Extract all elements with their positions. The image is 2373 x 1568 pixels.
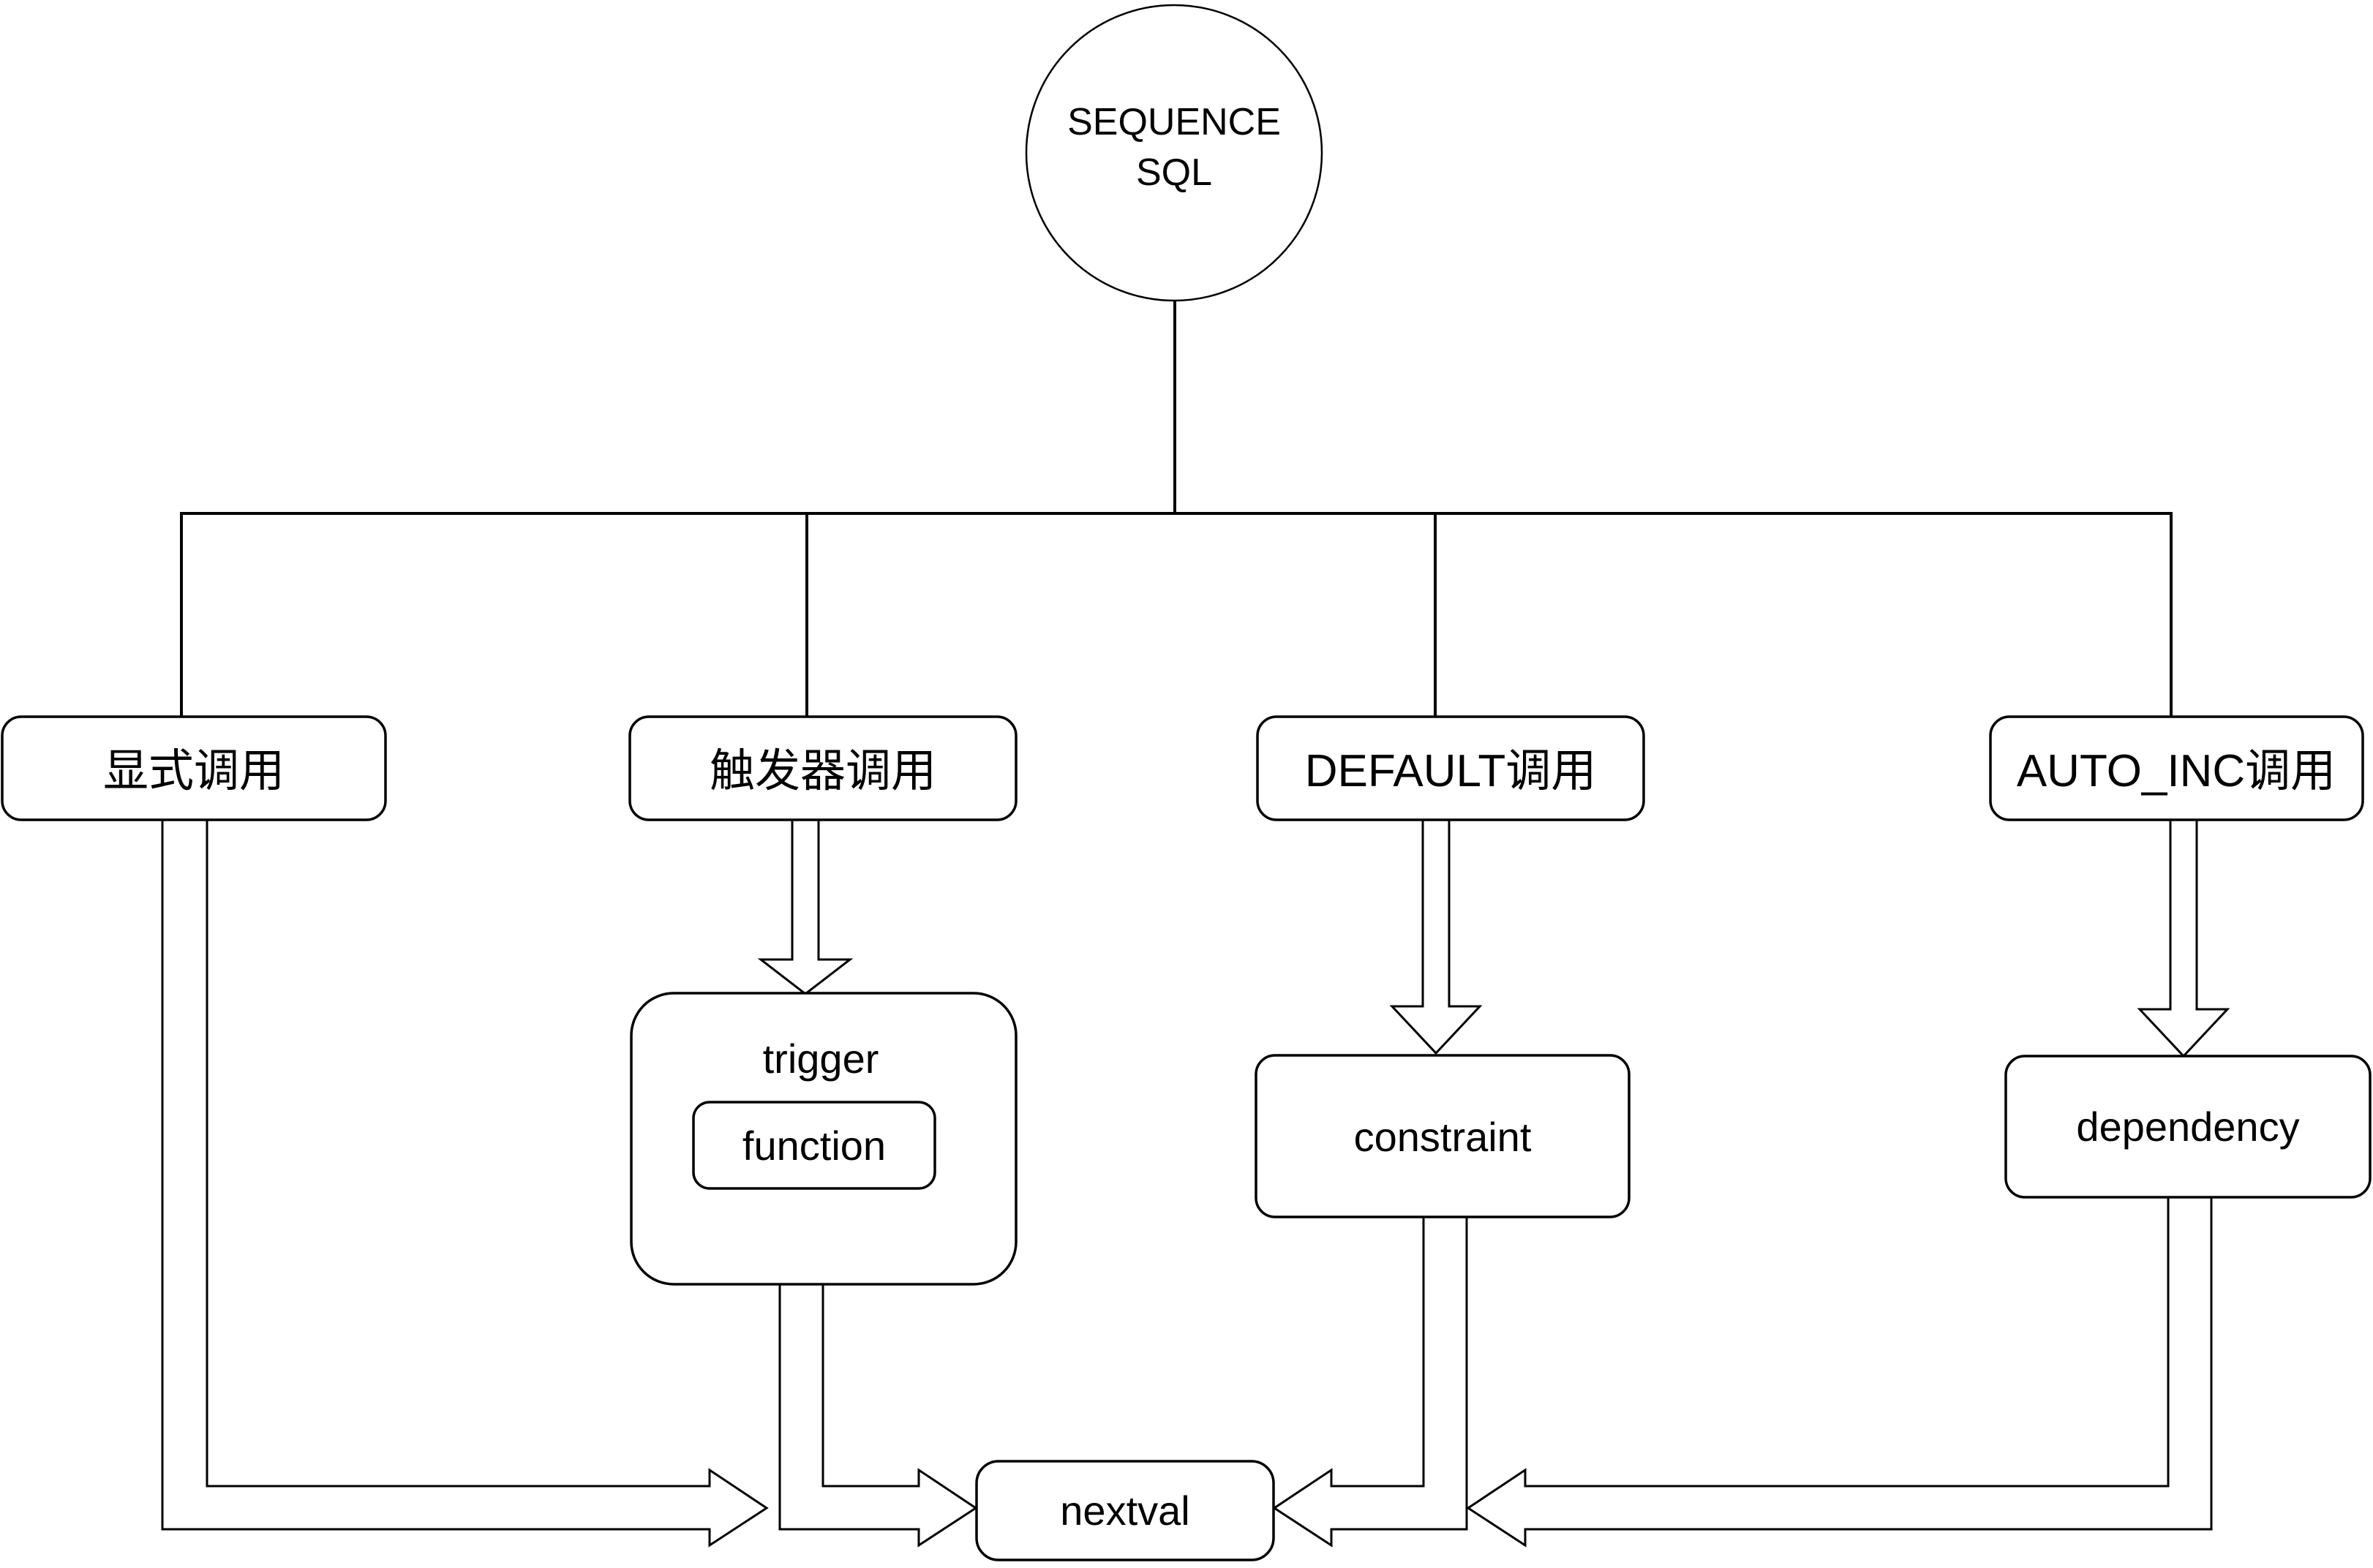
- tube-arrow-explicit-to-nextval: [161, 821, 769, 1548]
- node-nextval: nextval: [975, 1460, 1275, 1561]
- autoinc-call-label: AUTO_INC调用: [2017, 746, 2336, 796]
- node-dependency: dependency: [2004, 1055, 2372, 1199]
- default-call-label: DEFAULT调用: [1305, 746, 1596, 796]
- node-default-call: DEFAULT调用: [1256, 715, 1645, 821]
- node-function: function: [692, 1101, 936, 1190]
- tube-arrow-trigger-to-nextval: [778, 1284, 978, 1548]
- nextval-box: [975, 1460, 1275, 1561]
- nextval-label: nextval: [1060, 1488, 1189, 1534]
- tube-arrow-dependency-to-nextval: [1466, 1197, 2213, 1548]
- tube-arrow-constraint-to-nextval: [1272, 1217, 1468, 1548]
- node-trigger: trigger function: [630, 992, 1018, 1286]
- trigger-label: trigger: [763, 1036, 879, 1082]
- node-autoinc-call: AUTO_INC调用: [1989, 715, 2364, 821]
- node-explicit-call: 显式调用: [1, 715, 387, 821]
- trigger-call-box: [628, 715, 1018, 821]
- constraint-label: constraint: [1354, 1114, 1532, 1160]
- trigger-call-label: 触发器调用: [710, 746, 936, 796]
- root-connector-tree: [180, 301, 2173, 717]
- sequence-sql-label-line1: SEQUENCE: [1067, 101, 1281, 143]
- function-label: function: [742, 1123, 886, 1169]
- block-arrow-autoinc-call-to-dependency: [2137, 821, 2230, 1058]
- node-sequence-sql: SEQUENCE SQL: [1025, 4, 1323, 302]
- function-box: [692, 1101, 936, 1190]
- constraint-box: [1255, 1054, 1631, 1218]
- block-arrow-default-call-to-constraint: [1389, 821, 1483, 1055]
- dependency-box: [2004, 1055, 2372, 1199]
- dependency-label: dependency: [2076, 1104, 2299, 1150]
- node-constraint: constraint: [1255, 1054, 1631, 1218]
- block-arrow-trigger-call-to-trigger: [757, 821, 854, 995]
- explicit-call-label: 显式调用: [103, 746, 285, 796]
- node-trigger-call: 触发器调用: [628, 715, 1018, 821]
- explicit-call-box: [1, 715, 387, 821]
- sequence-sql-label-line2: SQL: [1136, 151, 1212, 194]
- autoinc-call-box: [1989, 715, 2364, 821]
- block-arrows-to-nextval: [161, 821, 2213, 1548]
- branch-row: 显式调用 触发器调用 DEFAULT调用 AUTO_INC调用: [1, 715, 2364, 821]
- sequence-sql-circle: [1025, 4, 1323, 302]
- default-call-box: [1256, 715, 1645, 821]
